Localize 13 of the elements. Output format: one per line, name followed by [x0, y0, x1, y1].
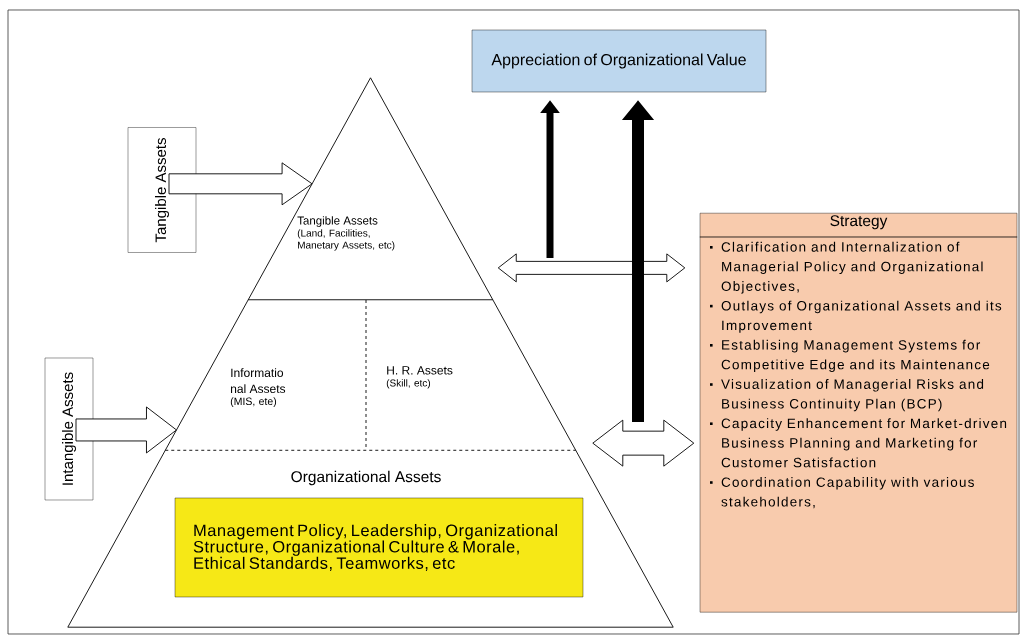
asset-box: Tangible Assets [127, 127, 197, 253]
value-box: Appreciation of Organizational Value [471, 29, 767, 93]
asset-list-box: Management Policy, Leadership, Organizational Structure, Organizational Culture & Morale, Ethical Standards, Teamworks, etc [174, 497, 584, 598]
section-label: Organizational Assets [291, 470, 441, 486]
section-label: Informatio nal Assets (MIS, ete) [230, 368, 286, 408]
section-label: Tangible Assets (Land, Facilities, Manetary Assets, etc) [297, 216, 395, 251]
block-arrow [168, 162, 313, 206]
block-arrow [497, 253, 686, 283]
section-label: H. R. Assets (Skill, etc) [386, 366, 453, 389]
strategy-box: Strategy Clarification and Internalization of Managerial Policy and Organizational Objectives, Outlays of Organizational Assets and its Improvement Establising Management Systems for Competitive Edge and its Maintenance Visualization of Managerial Risks and Business Continuity Plan (BCP) Capacity Enhancement for Market-driven Business Planning and Marketing for Customer Satisfaction Coordination Capability with various stakeholders, [699, 213, 1018, 613]
block-arrow [75, 406, 177, 454]
asset-box: Intangible Assets [44, 357, 94, 501]
block-arrow [592, 419, 695, 467]
